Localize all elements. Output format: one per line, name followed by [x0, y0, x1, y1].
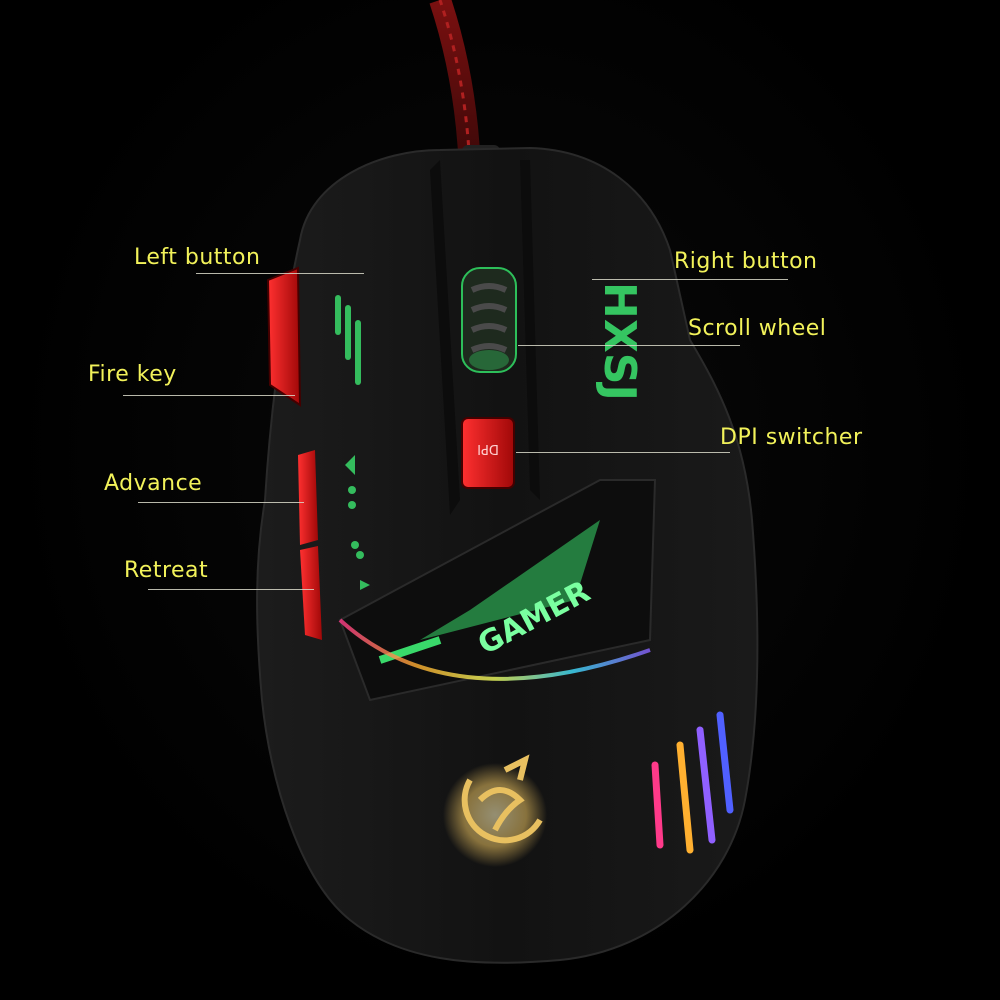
leader-scroll-wheel [518, 345, 740, 346]
dpi-button [461, 417, 515, 489]
retreat-side-button [300, 546, 322, 640]
label-retreat: Retreat [124, 558, 209, 583]
label-right-button: Right button [674, 249, 818, 274]
side-rgb-slots [651, 711, 734, 854]
leader-retreat [148, 589, 314, 590]
leader-left-button [196, 273, 364, 274]
brand-text: HXSJ [594, 282, 645, 401]
label-left-button: Left button [134, 245, 261, 270]
dragon-logo-glow [443, 763, 547, 867]
usb-cable [429, 0, 481, 171]
label-fire-key: Fire key [88, 362, 177, 387]
label-scroll-wheel: Scroll wheel [688, 316, 827, 341]
dragon-logo [461, 754, 543, 844]
button-divider-channel [430, 160, 460, 515]
rainbow-edge-glow [338, 618, 651, 681]
leader-advance [138, 502, 304, 503]
advance-side-button [298, 450, 318, 545]
label-dpi-switcher: DPI switcher [720, 425, 863, 450]
leader-dpi-switcher [516, 452, 730, 453]
leader-fire-key [123, 395, 295, 396]
leader-right-button [592, 279, 788, 280]
label-advance: Advance [104, 471, 203, 496]
fire-key [266, 266, 302, 407]
dpi-button-text: DPI [477, 441, 499, 456]
left-grip-glow [335, 295, 370, 590]
